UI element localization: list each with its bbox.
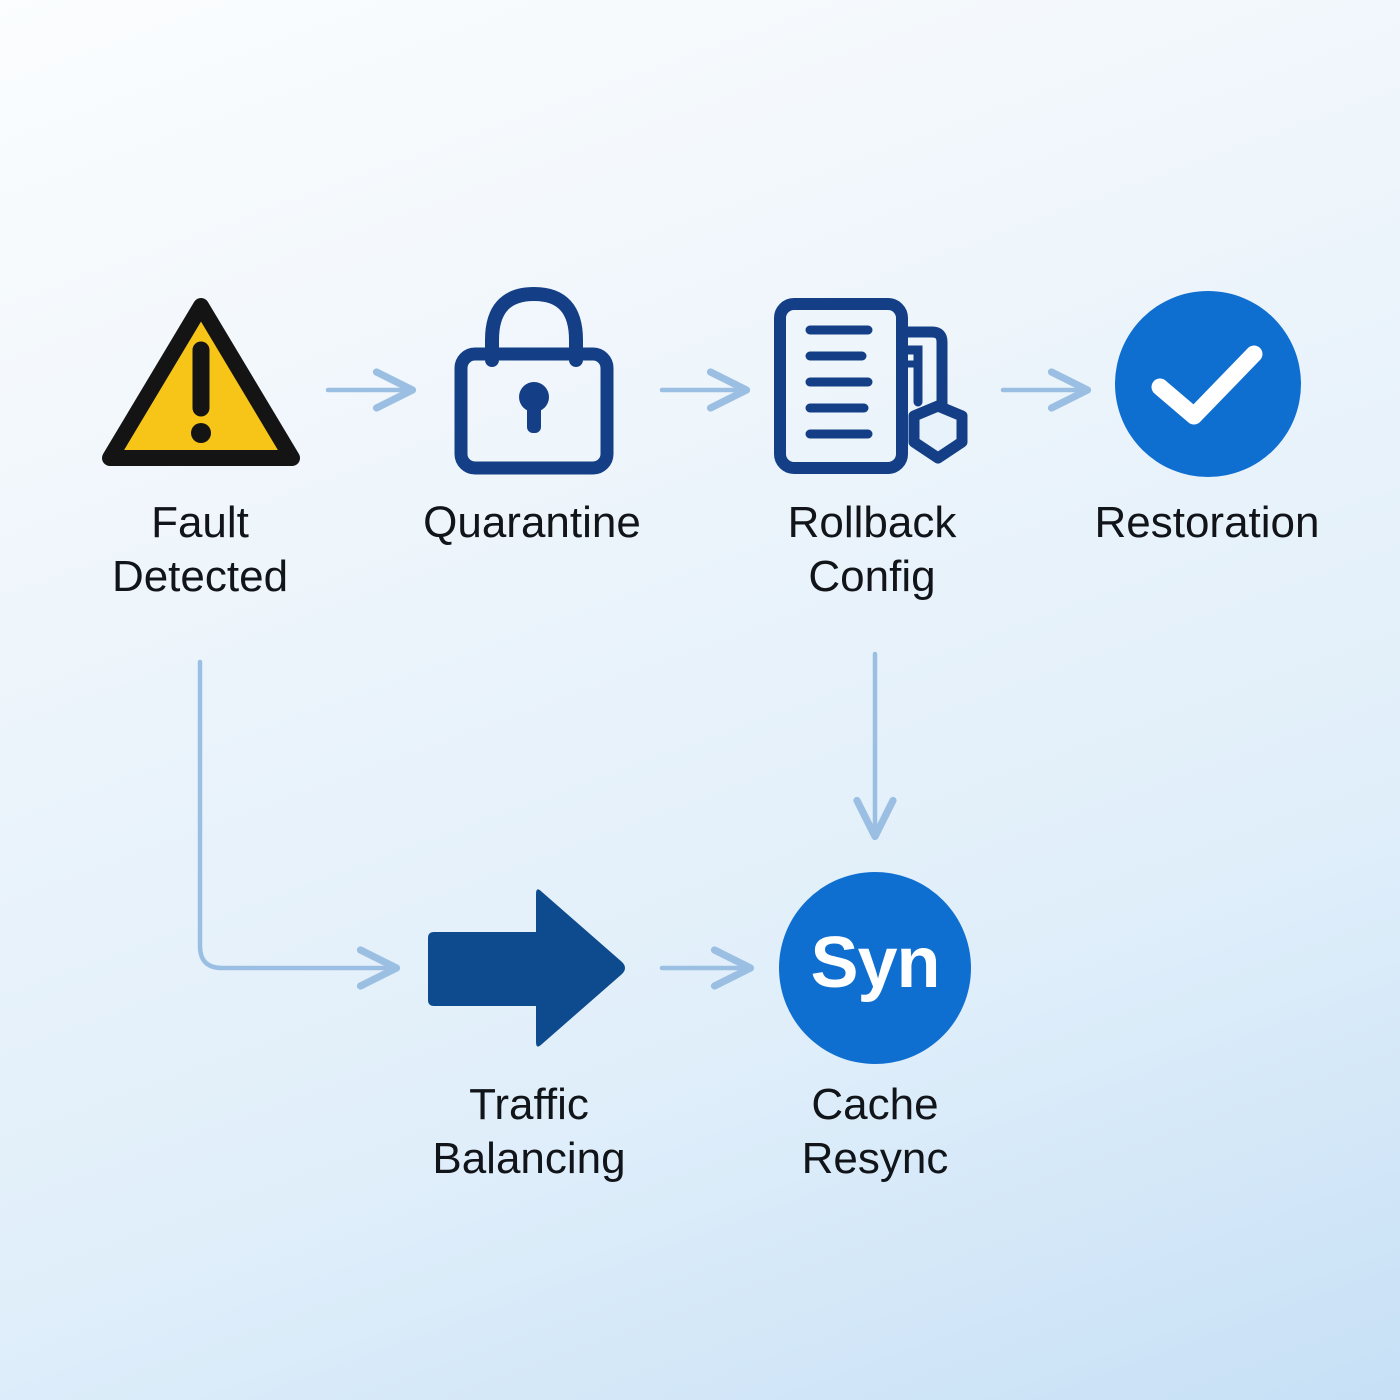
config-document-icon <box>774 298 968 474</box>
rollback-label-line-1: Rollback <box>787 498 957 547</box>
right-arrow-icon <box>428 889 625 1047</box>
edge-fault-to-traffic <box>197 659 401 990</box>
quarantine-label: Quarantine <box>382 496 682 550</box>
traffic-label-line-2: Balancing <box>432 1134 626 1183</box>
traffic-label-line-1: Traffic <box>469 1080 589 1129</box>
quarantine-label-line-1: Quarantine <box>423 498 641 547</box>
fault-label-line-2: Detected <box>111 552 289 601</box>
checkmark-circle-icon <box>1115 291 1301 477</box>
restoration-label: Restoration <box>1057 496 1357 550</box>
fault-detected-label: Fault Detected <box>50 496 350 604</box>
rollback-label-line-2: Config <box>808 552 936 601</box>
rollback-config-label: Rollback Config <box>722 496 1022 604</box>
cache-label-line-2: Resync <box>801 1134 949 1183</box>
sync-circle-icon: Syn <box>779 872 971 1064</box>
warning-triangle-icon <box>102 298 300 466</box>
fault-label-line-1: Fault <box>151 498 249 547</box>
padlock-icon <box>454 286 614 475</box>
restoration-label-line-1: Restoration <box>1094 498 1320 547</box>
traffic-balancing-label: Traffic Balancing <box>379 1078 679 1186</box>
cache-resync-label: Cache Resync <box>725 1078 1025 1186</box>
cache-label-line-1: Cache <box>811 1080 939 1129</box>
sync-badge-text: Syn <box>810 923 940 1003</box>
